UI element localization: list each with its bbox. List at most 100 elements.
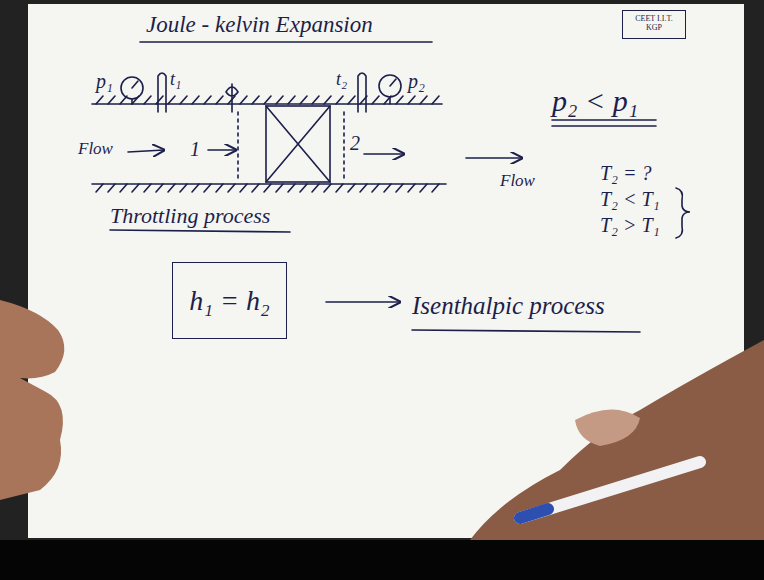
section-line: [343, 112, 345, 178]
underline: [552, 119, 656, 121]
hatch-mark: [96, 184, 103, 192]
question: T₂ = ?: [600, 162, 652, 184]
hatch-mark: [324, 184, 331, 192]
pressure-gauge: [121, 77, 143, 99]
equation-box: h₁ = h₂: [172, 262, 287, 339]
underline: [552, 125, 656, 127]
equation: h₁ = h₂: [187, 286, 272, 317]
hatch-mark: [408, 184, 415, 192]
hatch-mark: [96, 96, 103, 104]
arrow: [326, 301, 400, 303]
hatch-mark: [360, 184, 367, 192]
hatch-mark: [204, 96, 211, 104]
hatch-mark: [372, 96, 379, 104]
hatch-mark: [168, 96, 175, 104]
pressure-gauge: [379, 75, 401, 97]
section-line: [237, 112, 239, 178]
gauge-stem: [131, 99, 133, 104]
hatch-mark: [396, 184, 403, 192]
case: T₂ > T₁: [600, 214, 660, 236]
valve-cross: [266, 106, 330, 182]
wall-hatching: [96, 96, 439, 192]
hatch-mark: [384, 184, 391, 192]
pen: [520, 462, 700, 518]
process-name: Isenthalpic process: [412, 292, 605, 320]
hatch-mark: [240, 96, 247, 104]
hatch-mark: [300, 96, 307, 104]
hatch-mark: [324, 96, 331, 104]
hatch-mark: [432, 184, 439, 192]
underline: [110, 230, 290, 232]
throttle-valve: [266, 106, 330, 182]
hatch-mark: [336, 96, 343, 104]
hatch-mark: [252, 96, 259, 104]
condition: p₂ < p₁: [552, 84, 638, 117]
hatch-mark: [276, 184, 283, 192]
hatch-mark: [336, 184, 343, 192]
pressure-label: p₂: [408, 70, 425, 92]
section-number: 2: [350, 132, 360, 154]
underline: [140, 41, 432, 43]
hatch-mark: [312, 96, 319, 104]
gauge-needle: [132, 81, 138, 88]
hatch-mark: [216, 96, 223, 104]
hatch-mark: [372, 184, 379, 192]
hatch-mark: [348, 184, 355, 192]
hatch-mark: [276, 96, 283, 104]
stamp-box: CEET I.I.T. KGP: [622, 10, 686, 39]
hatch-mark: [300, 184, 307, 192]
pipe-wall: [92, 183, 446, 185]
hatch-mark: [240, 184, 247, 192]
brace: [676, 188, 690, 238]
hatch-mark: [432, 96, 439, 104]
hatch-mark: [228, 184, 235, 192]
hatch-mark: [192, 184, 199, 192]
hatch-mark: [252, 184, 259, 192]
hatch-mark: [108, 96, 115, 104]
temperature-label: t₂: [336, 70, 347, 90]
flow-arrow: [208, 149, 236, 151]
temperature-label: t₁: [170, 70, 181, 90]
valve-stem: [226, 84, 238, 112]
gauge-needle: [390, 79, 396, 86]
hatch-mark: [348, 96, 355, 104]
hatch-mark: [396, 96, 403, 104]
hand: [470, 340, 764, 540]
flow-arrow: [364, 153, 404, 155]
underline: [412, 330, 640, 332]
thermometer: [358, 73, 366, 112]
hatch-mark: [288, 96, 295, 104]
flow-label: Flow: [78, 140, 113, 159]
hatch-mark: [108, 184, 115, 192]
hatch-mark: [120, 184, 127, 192]
hand: [0, 300, 64, 500]
gauge-stem: [389, 97, 391, 104]
hatch-mark: [156, 184, 163, 192]
flow-label: Flow: [500, 172, 535, 191]
hatch-mark: [156, 96, 163, 104]
fingernail: [575, 409, 640, 446]
stamp-text: CEET I.I.T. KGP: [627, 15, 681, 33]
flow-arrow: [466, 157, 522, 159]
section-number: 1: [190, 138, 200, 160]
valve-cross: [266, 106, 330, 182]
hatch-mark: [180, 96, 187, 104]
hatch-mark: [168, 184, 175, 192]
bottom-bar: [0, 540, 764, 580]
title: Joule - kelvin Expansion: [146, 12, 373, 37]
hatch-mark: [192, 96, 199, 104]
hatch-mark: [288, 184, 295, 192]
thermometer: [158, 73, 166, 112]
flow-arrow: [128, 150, 164, 152]
hatch-mark: [420, 184, 427, 192]
hatch-mark: [216, 184, 223, 192]
hatch-mark: [180, 184, 187, 192]
hatch-mark: [132, 184, 139, 192]
hatch-mark: [408, 96, 415, 104]
hatch-mark: [264, 184, 271, 192]
pressure-label: p₁: [96, 70, 113, 92]
hatch-mark: [144, 184, 151, 192]
hatch-mark: [312, 184, 319, 192]
hatch-mark: [204, 184, 211, 192]
